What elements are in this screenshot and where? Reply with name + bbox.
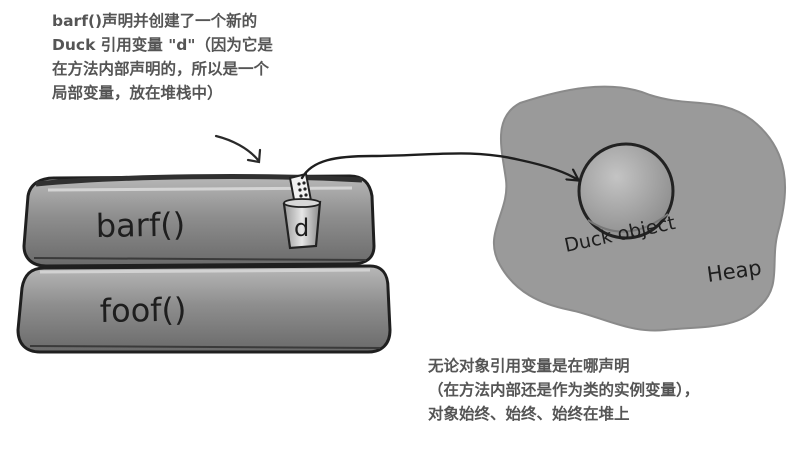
stack-annotation-line: Duck 引用变量 "d"（因为它是 (52, 36, 273, 54)
stack-frame-barf: barf() (22, 174, 376, 268)
reference-arrow (300, 152, 578, 180)
duck-object-shadow (587, 213, 669, 233)
reference-variable-name: d (294, 214, 309, 242)
stack-frame-label-foof: foof() (99, 290, 186, 330)
stack-annotation: barf()声明并创建了一个新的 Duck 引用变量 "d"（因为它是 在方法内… (52, 9, 273, 105)
stack-annotation-line: 局部变量，放在堆栈中） (52, 84, 223, 102)
stack-frame-label-barf: barf() (95, 205, 185, 245)
reference-variable-d: d (282, 172, 322, 250)
heap-annotation-line: （在方法内部还是作为类的实例变量）， (428, 381, 700, 399)
heap-annotation-line: 对象始终、始终、始终在堆上 (428, 405, 630, 423)
heap-annotation-line: 无论对象引用变量是在哪声明 (428, 357, 630, 375)
annotation-pointer-arrow (214, 134, 260, 162)
stack-annotation-line: barf()声明并创建了一个新的 (52, 12, 258, 30)
duck-object-sphere (577, 142, 675, 240)
stack-frame-foof: foof() (16, 264, 392, 354)
heap-annotation: 无论对象引用变量是在哪声明 （在方法内部还是作为类的实例变量）， 对象始终、始终… (428, 354, 699, 426)
stack-annotation-line: 在方法内部声明的，所以是一个 (52, 60, 270, 78)
